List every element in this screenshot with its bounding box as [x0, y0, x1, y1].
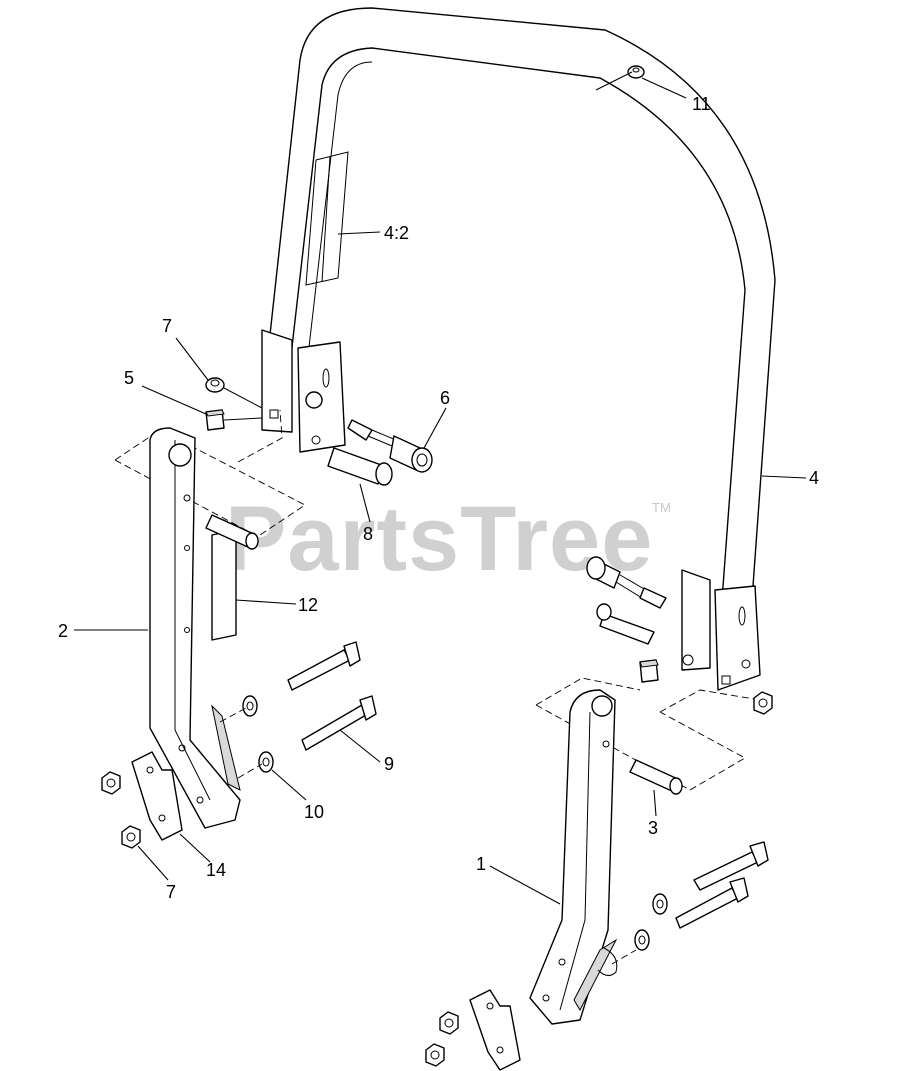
- leader-lines: [74, 71, 807, 905]
- callout-4-2: 4:2: [384, 223, 409, 243]
- spacer-left: [205, 514, 259, 550]
- callout-14: 14: [206, 860, 226, 880]
- callout-4: 4: [809, 468, 819, 488]
- nut-part-7-lower: [101, 771, 141, 849]
- right-hoop-bracket: [681, 569, 761, 691]
- watermark: PartsTree TM: [225, 488, 671, 590]
- right-lower-hardware: [425, 841, 769, 1071]
- callout-3: 3: [648, 818, 658, 838]
- latch-pin-part-6: [347, 419, 433, 473]
- right-upright-part-1: [529, 689, 618, 1025]
- left-hoop-bracket: [261, 329, 346, 453]
- left-upright-part-2: [149, 427, 241, 829]
- spacer-part-3: [629, 759, 683, 795]
- decal-part-12: [211, 529, 237, 641]
- bolt-part-9: [287, 641, 377, 751]
- callout-6: 6: [440, 388, 450, 408]
- callout-5: 5: [124, 368, 134, 388]
- watermark-text: PartsTree: [225, 488, 653, 590]
- nut-right-bracket: [753, 691, 773, 715]
- clevis-pin-part-8-right: [596, 603, 655, 645]
- latch-pin-part-6-right: [586, 556, 667, 609]
- callout-10: 10: [304, 802, 324, 822]
- watermark-trademark: TM: [652, 500, 671, 515]
- clip-part-5: [205, 409, 263, 431]
- clevis-pin-part-8: [327, 447, 393, 486]
- callout-7-lower: 7: [166, 882, 176, 902]
- callout-7-upper: 7: [162, 316, 172, 336]
- callout-12: 12: [298, 595, 318, 615]
- clip-part-5-right: [639, 659, 659, 683]
- backing-plate-part-14: [131, 751, 183, 841]
- callout-2: 2: [58, 621, 68, 641]
- roll-bar-hoop: [261, 7, 776, 601]
- callout-11: 11: [692, 94, 711, 114]
- callout-1: 1: [476, 854, 486, 874]
- nut-part-7-upper: [205, 377, 263, 409]
- callout-labels: 11 4:2 4 7 5 6 8 12 2 9 10 14 7 1 3: [58, 94, 819, 902]
- callout-9: 9: [384, 754, 394, 774]
- cap-part-11: [627, 65, 645, 79]
- washer-part-10: [219, 695, 274, 779]
- callout-8: 8: [363, 524, 373, 544]
